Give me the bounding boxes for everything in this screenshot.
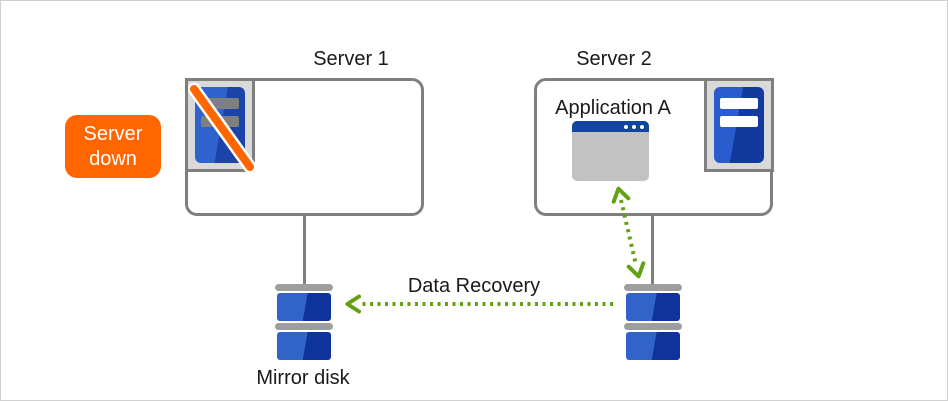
data-recovery-label: Data Recovery: [407, 275, 541, 297]
mirror-disk-label: Mirror disk: [256, 367, 350, 389]
disk-platter: [277, 332, 331, 360]
disk-platter: [277, 293, 331, 321]
server-slot-bar: [201, 98, 239, 109]
disk-cap: [275, 284, 333, 291]
server-slot-bar: [720, 116, 758, 127]
window-dot: [624, 124, 628, 129]
disk-cap: [624, 284, 682, 291]
disk-platter: [626, 332, 680, 360]
badge-line-1: Server: [83, 122, 143, 145]
disk-platter: [626, 293, 680, 321]
application-window-icon: [572, 121, 649, 181]
mirror-disk-right-icon: [624, 284, 682, 362]
server1-title: Server 1: [313, 48, 389, 70]
disk-cap: [275, 323, 333, 330]
server2-disk-connector: [651, 216, 654, 285]
window-dot: [640, 124, 644, 129]
badge-line-2: down: [89, 147, 137, 170]
window-dot: [632, 124, 636, 129]
failure-slash-icon: [188, 82, 257, 174]
mirror-disk-left-icon: [275, 284, 333, 362]
server-down-badge: Server down: [65, 115, 161, 178]
server2-active-server-icon: [704, 78, 774, 172]
server1-disk-connector: [303, 216, 306, 285]
server-slot-bar: [720, 98, 758, 109]
server-unit-up-icon: [714, 87, 764, 163]
server1-failed-server-icon: [185, 78, 257, 174]
server2-title: Server 2: [576, 48, 652, 70]
application-label: Application A: [555, 97, 671, 119]
disk-cap: [624, 323, 682, 330]
window-titlebar: [572, 121, 649, 132]
